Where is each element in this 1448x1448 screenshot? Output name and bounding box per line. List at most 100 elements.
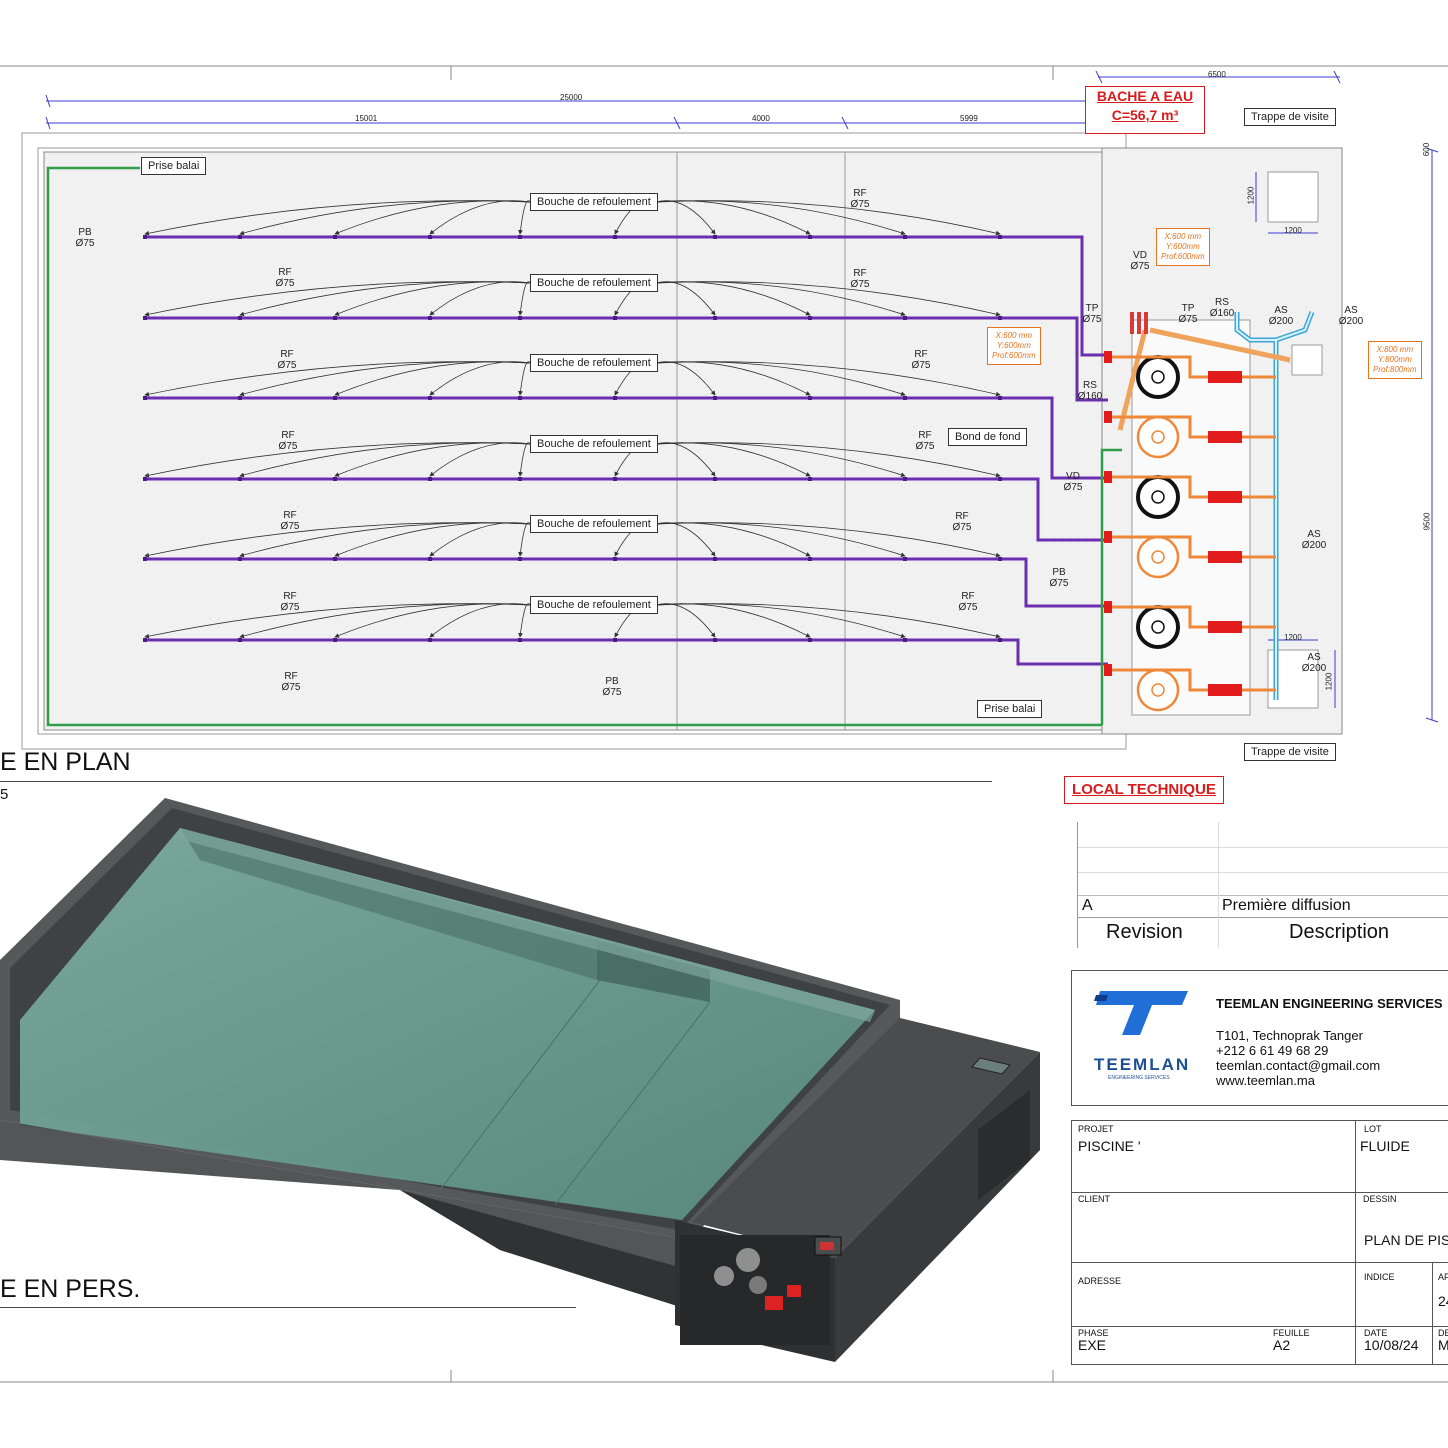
indice-label: INDICE [1364,1272,1395,1282]
bache-line2: C=56,7 m³ [1111,107,1179,123]
discharge-leader [518,281,531,316]
pump [1208,621,1242,633]
orange-note-b: X:600 mm Y:600mm Prof:600mm [987,327,1041,365]
dim-seg1: 15001 [355,114,378,123]
pipe-type: RF [914,349,928,360]
discharge-nozzle [998,638,1002,642]
tb-row-divider [1072,1262,1448,1263]
pipe-type: RF [278,267,292,278]
pipe-diameter: Ø75 [602,687,622,698]
valve [1104,664,1112,676]
pipe-type: PB [78,227,92,238]
discharge-leader [518,200,531,235]
discharge-leader [518,603,531,638]
projet-value: PISCINE ' [1078,1138,1141,1154]
pipe-type: VD [1066,471,1080,482]
af-value: 24 [1438,1293,1448,1309]
discharge-nozzle [808,396,812,400]
discharge-leader [655,200,716,235]
discharge-nozzle [613,557,617,561]
rf-line [145,396,1108,480]
pipe-diameter: Ø75 [911,360,931,371]
pool-perspective [0,798,1040,1362]
plan-title-underline [0,781,992,782]
discharge-nozzle [998,235,1002,239]
pipe-diameter: Ø75 [1063,482,1083,493]
pipe-type: VD [1133,250,1147,261]
logo-text: TEEMLAN [1094,1055,1191,1074]
company-email: teemlan.contact@gmail.com [1216,1058,1381,1073]
dim-trap-c: 1200 [1284,633,1302,642]
discharge-nozzle [808,235,812,239]
pipe-diameter: Ø160 [1209,308,1235,319]
dim-seg2: 4000 [752,114,770,123]
discharge-nozzle [713,557,717,561]
pipe-diameter: Ø75 [915,441,935,452]
discharge-nozzle [518,557,522,561]
pipe-type: AS [1274,305,1288,316]
discharge-nozzle [613,396,617,400]
pipe-diameter: Ø160 [1077,391,1103,402]
rev-description: Première diffusion [1222,897,1351,914]
discharge-nozzle [998,316,1002,320]
bouche-de-refoulement-tag: Bouche de refoulement [530,435,658,453]
local-technique-tag: LOCAL TECHNIQUE [1064,776,1224,804]
trappe-bottom-tag: Trappe de visite [1244,743,1336,761]
rev-grid-line [1078,847,1448,848]
discharge-nozzle [143,638,147,642]
note-a-prof: Prof:600mm [1161,252,1205,261]
discharge-leader [655,281,716,316]
discharge-nozzle [613,316,617,320]
discharge-leader [655,442,1001,478]
rf-line [145,477,1108,542]
discharge-nozzle [143,557,147,561]
discharge-leader [655,442,716,477]
discharge-nozzle [808,557,812,561]
pipe-diameter: Ø75 [1130,261,1150,272]
discharge-nozzle [333,557,337,561]
pump [1208,491,1242,503]
discharge-nozzle [613,477,617,481]
pipe-type: RF [955,511,969,522]
discharge-leader [429,442,531,477]
pipe-type: RF [284,671,298,682]
discharge-nozzle [613,235,617,239]
discharge-nozzle [713,396,717,400]
discharge-leader [655,522,1001,558]
rf-line [145,557,1108,608]
bond-de-fond-tag: Bond de fond [948,428,1028,446]
rev-grid-line [1078,917,1448,918]
tb-af-divider [1432,1262,1433,1364]
discharge-nozzle [998,557,1002,561]
discharge-leader [429,603,531,638]
bache-a-eau-tag: BACHE A EAU C=56,7 m³ [1085,86,1205,134]
discharge-nozzle [903,316,907,320]
note-b-x: X:600 mm [995,331,1033,340]
rf-discharge-lines [143,200,1108,666]
discharge-nozzle [713,638,717,642]
discharge-nozzle [428,316,432,320]
discharge-leader [655,603,1001,639]
pipe-diameter: Ø75 [1178,314,1198,325]
phase-value: EXE [1078,1337,1107,1353]
af-label: AF [1438,1272,1448,1282]
date-value: 10/08/24 [1364,1337,1419,1353]
filter-vessel [1136,475,1180,519]
pipe-type: RF [853,268,867,279]
pipe-diameter: Ø75 [1049,578,1069,589]
rf-line [145,638,1108,666]
pipe-type: PB [605,676,619,687]
pipe-type: RS [1215,297,1229,308]
pipe-diameter: Ø75 [280,521,300,532]
bouche-de-refoulement-tag: Bouche de refoulement [530,354,658,372]
